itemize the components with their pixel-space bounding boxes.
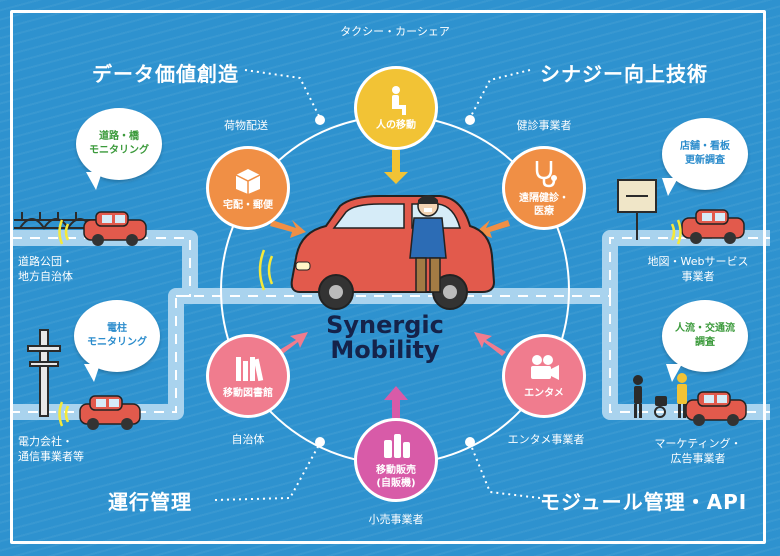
- service-transport: 人の移動: [354, 66, 438, 150]
- service-arrows: [270, 150, 510, 420]
- service-library-caption: 移動図書館: [223, 387, 273, 399]
- heading-operation: 運行管理: [108, 490, 192, 514]
- heading-connectors: [214, 69, 541, 501]
- center-title-line2: Mobility: [330, 336, 440, 364]
- stethoscope-icon: [535, 161, 557, 188]
- main-car-illustration: [290, 195, 496, 310]
- label-marketing: マーケティング・ 広告事業者: [654, 437, 742, 465]
- seated-person-icon: [392, 85, 406, 115]
- heading-synergy: シナジー向上技術: [540, 62, 708, 86]
- service-retail-caption: 移動販売 (自販機): [376, 465, 416, 489]
- bubble-pole-monitoring: 電柱 モニタリング: [74, 300, 160, 372]
- bubble-road-tail: [86, 172, 102, 190]
- signal-waves: [58, 219, 682, 427]
- service-delivery: 宅配・郵便: [206, 146, 290, 230]
- film-camera-icon: [531, 354, 559, 380]
- service-delivery-caption: 宅配・郵便: [223, 199, 273, 211]
- bubble-store-survey-text: 店舗・看板 更新調査: [680, 141, 730, 166]
- heading-module-api: モジュール管理・API: [540, 490, 748, 514]
- center-title-line1: Synergic: [326, 311, 444, 339]
- bubble-people-tail: [666, 364, 682, 382]
- bubble-people-flow: 人流・交通流 調査: [662, 300, 748, 372]
- service-transport-caption: 人の移動: [376, 119, 416, 131]
- label-retail-provider: 小売事業者: [368, 513, 424, 526]
- center-title: Synergic Mobility: [316, 313, 454, 363]
- books-icon: [236, 356, 264, 381]
- label-municipality: 自治体: [231, 433, 265, 446]
- service-health: 遠隔健診・ 医療: [502, 146, 586, 230]
- bubble-road-monitoring: 道路・橋 モニタリング: [76, 108, 162, 180]
- bubble-people-flow-text: 人流・交通流 調査: [675, 323, 735, 348]
- service-entertainment: エンタメ: [502, 334, 586, 418]
- person-illustration: [409, 195, 447, 293]
- small-car-pole: [79, 395, 141, 430]
- label-power-company: 電力会社・ 通信事業者等: [18, 435, 84, 463]
- service-library: 移動図書館: [206, 334, 290, 418]
- label-road-company: 道路公団・ 地方自治体: [18, 255, 73, 283]
- label-health-provider: 健診事業者: [516, 119, 572, 132]
- drink-bottles-icon: [384, 434, 410, 458]
- utility-pole-illustration: [27, 329, 61, 417]
- label-taxi-carshare: タクシー・カーシェア: [340, 25, 450, 38]
- label-map-web: 地図・Webサービス 事業者: [647, 255, 749, 283]
- package-box-icon: [235, 168, 261, 194]
- small-car-road: [83, 211, 147, 246]
- label-entertainment-provider: エンタメ事業者: [507, 433, 585, 446]
- service-health-caption: 遠隔健診・ 医療: [519, 193, 569, 217]
- service-entertainment-caption: エンタメ: [524, 387, 564, 399]
- heading-data-value: データ価値創造: [92, 62, 239, 86]
- bubble-pole-tail: [84, 364, 100, 382]
- label-parcel: 荷物配送: [224, 119, 268, 132]
- small-car-sign: [681, 209, 745, 244]
- bubble-road-monitoring-text: 道路・橋 モニタリング: [89, 131, 149, 156]
- signboard-illustration: [617, 179, 657, 240]
- bridge-illustration: [14, 212, 96, 230]
- bubble-store-tail: [662, 178, 678, 196]
- service-retail: 移動販売 (自販機): [354, 418, 438, 502]
- connector-nodes: [315, 115, 475, 447]
- small-car-people: [685, 391, 747, 426]
- bubble-pole-monitoring-text: 電柱 モニタリング: [87, 323, 147, 348]
